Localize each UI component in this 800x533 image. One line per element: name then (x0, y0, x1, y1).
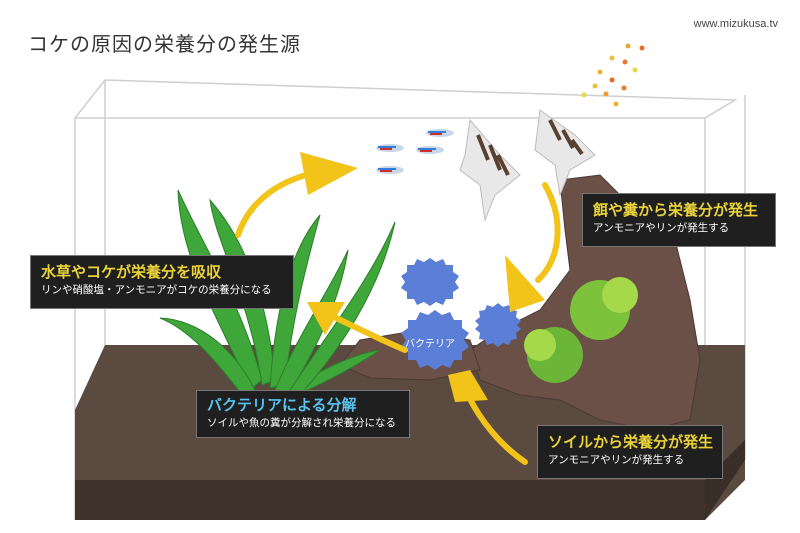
arrow-heads (300, 152, 545, 402)
callout-plants-heading: 水草やコケが栄養分を吸収 (41, 263, 222, 281)
moss-plants (524, 277, 638, 383)
callout-soil-sub: アンモニアやリンが発生する (548, 454, 685, 466)
callout-bacteria-sub: ソイルや魚の糞が分解され栄養分になる (207, 417, 396, 429)
page-title: コケの原因の栄養分の発生源 (28, 32, 301, 56)
callout-bacteria: バクテリアによる分解 ソイルや魚の糞が分解され栄養分になる (196, 390, 410, 438)
callout-plants-sub: リンや硝酸塩・アンモニアがコケの栄養分になる (41, 284, 272, 296)
food-particles (581, 43, 645, 107)
arrow-soil-to-bacteria (465, 392, 528, 465)
bacteria-label: バクテリア (405, 339, 455, 350)
neon-tetra-fish (376, 129, 454, 174)
angelfish (459, 109, 596, 222)
callout-food-heading: 餌や糞から栄養分が発生 (593, 201, 759, 219)
bacteria-cells (401, 258, 521, 370)
callout-soil-heading: ソイルから栄養分が発生 (548, 433, 714, 451)
site-url: www.mizukusa.tv (693, 18, 778, 30)
callout-plants: 水草やコケが栄養分を吸収 リンや硝酸塩・アンモニアがコケの栄養分になる (30, 255, 294, 309)
callout-bacteria-heading: バクテリアによる分解 (207, 396, 357, 414)
arrow-fish-to-wood (535, 182, 561, 283)
callout-food-sub: アンモニアやリンが発生する (593, 222, 730, 234)
callout-food: 餌や糞から栄養分が発生 アンモニアやリンが発生する (582, 193, 776, 247)
callout-soil: ソイルから栄養分が発生 アンモニアやリンが発生する (537, 425, 723, 479)
